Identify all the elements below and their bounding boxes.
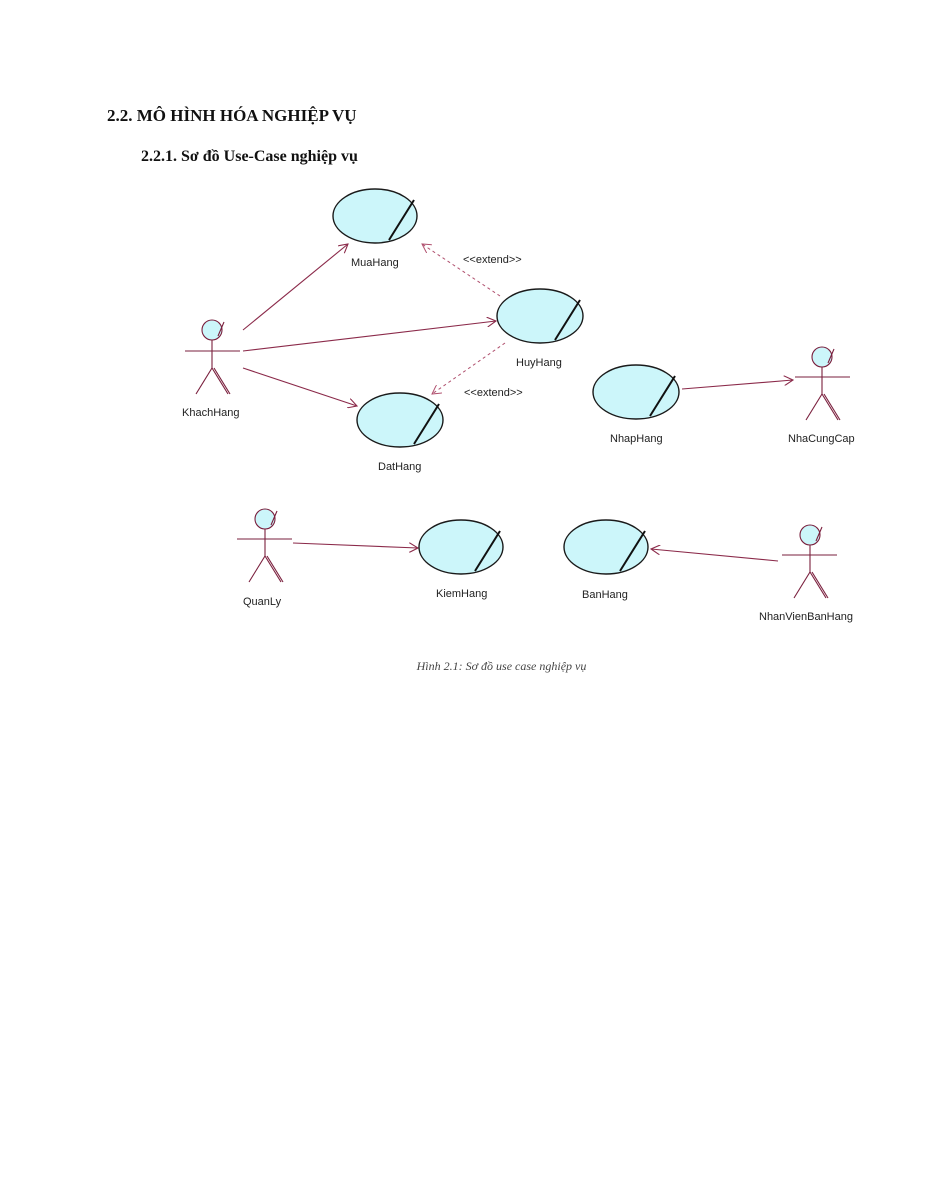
association-khachhang-dathang bbox=[242, 367, 357, 406]
svg-text:NhanVienBanHang: NhanVienBanHang bbox=[759, 611, 853, 623]
svg-text:KhachHang: KhachHang bbox=[182, 407, 240, 419]
svg-text:QuanLy: QuanLy bbox=[243, 596, 282, 608]
svg-text:NhaCungCap: NhaCungCap bbox=[788, 433, 855, 445]
association-khachhang-muahang bbox=[242, 244, 348, 331]
usecase-nhaphang: NhapHang bbox=[592, 364, 680, 445]
extend-huyhang-muahang bbox=[422, 244, 501, 297]
usecase-huyhang: HuyHang bbox=[496, 288, 584, 369]
actor-khachhang: KhachHang bbox=[182, 319, 240, 419]
usecase-kiemhang: KiemHang bbox=[418, 519, 504, 600]
svg-text:HuyHang: HuyHang bbox=[516, 357, 562, 369]
figure-caption: Hình 2.1: Sơ đồ use case nghiệp vụ bbox=[416, 659, 587, 673]
svg-text:MuaHang: MuaHang bbox=[351, 257, 399, 269]
usecase-banhang: BanHang bbox=[563, 519, 649, 601]
section-heading: 2.2. MÔ HÌNH HÓA NGHIỆP VỤ bbox=[107, 106, 357, 125]
subsection-heading: 2.2.1. Sơ đồ Use-Case nghiệp vụ bbox=[141, 148, 358, 165]
svg-text:BanHang: BanHang bbox=[582, 589, 628, 601]
actor-nhacungcap: NhaCungCap bbox=[788, 346, 855, 445]
extend-label-top: <<extend>> bbox=[463, 254, 522, 266]
actor-nhanvienbanhang: NhanVienBanHang bbox=[759, 524, 853, 623]
association-quanly-kiemhang bbox=[292, 542, 418, 548]
svg-text:DatHang: DatHang bbox=[378, 461, 421, 473]
svg-text:KiemHang: KiemHang bbox=[436, 588, 487, 600]
association-nhanvienbanhang-banhang bbox=[651, 549, 779, 562]
extend-label-bottom: <<extend>> bbox=[464, 387, 523, 399]
usecase-dathang: DatHang bbox=[356, 392, 444, 473]
svg-text:NhapHang: NhapHang bbox=[610, 433, 663, 445]
association-khachhang-huyhang bbox=[242, 321, 496, 352]
extend-huyhang-dathang bbox=[432, 342, 506, 394]
actor-quanly: QuanLy bbox=[237, 508, 292, 608]
usecase-muahang: MuaHang bbox=[332, 188, 418, 269]
association-nhaphang-nhacungcap bbox=[681, 380, 793, 390]
